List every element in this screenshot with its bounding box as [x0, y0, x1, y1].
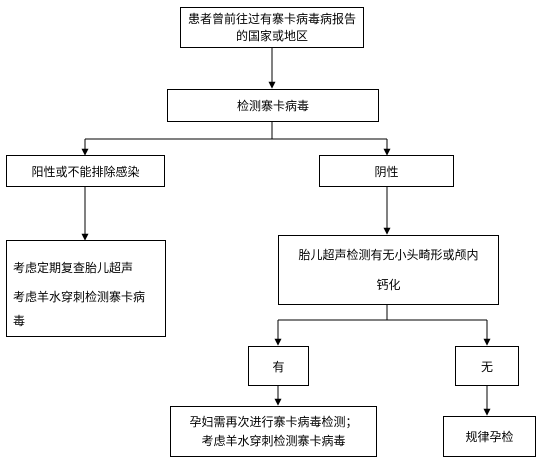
node-positive-action-line-1: 考虑定期复查胎儿超声	[13, 261, 134, 275]
node-yes-action: 孕妇需再次进行寨卡病毒检测； 考虑羊水穿刺检测寨卡病毒	[170, 406, 377, 457]
node-start-line-1: 患者曾前往过有寨卡病毒病报告	[187, 11, 356, 26]
node-no-action-label: 规律孕检	[465, 430, 514, 444]
node-positive-action-line-3: 毒	[13, 314, 26, 328]
node-yes-action-line-1: 孕妇需再次进行寨卡病毒检测；	[189, 414, 358, 429]
node-no: 无	[455, 346, 519, 386]
node-no-action: 规律孕检	[443, 416, 536, 457]
node-yes: 有	[248, 346, 309, 386]
node-yes-label: 有	[272, 359, 285, 374]
node-yes-action-line-2: 考虑羊水穿刺检测寨卡病毒	[201, 433, 346, 448]
node-test-label: 检测寨卡病毒	[236, 99, 309, 113]
node-no-label: 无	[480, 359, 493, 374]
node-positive-action-line-2: 考虑羊水穿刺检测寨卡病	[13, 290, 146, 304]
node-start-line-2: 的国家或地区	[235, 28, 308, 43]
node-start: 患者曾前往过有寨卡病毒病报告 的国家或地区	[180, 7, 364, 48]
node-test: 检测寨卡病毒	[167, 89, 379, 122]
node-positive: 阳性或不能排除感染	[6, 155, 165, 187]
node-negative: 阴性	[319, 155, 454, 187]
node-negative-label: 阴性	[374, 164, 399, 179]
node-ultrasound-line-1: 胎儿超声检测有无小头畸形或颅内	[298, 248, 479, 262]
node-ultrasound: 胎儿超声检测有无小头畸形或颅内 钙化	[278, 235, 499, 305]
node-positive-action: 考虑定期复查胎儿超声 考虑羊水穿刺检测寨卡病 毒	[6, 240, 166, 337]
node-positive-label: 阳性或不能排除感染	[31, 164, 140, 179]
node-ultrasound-line-2: 钙化	[376, 278, 401, 292]
